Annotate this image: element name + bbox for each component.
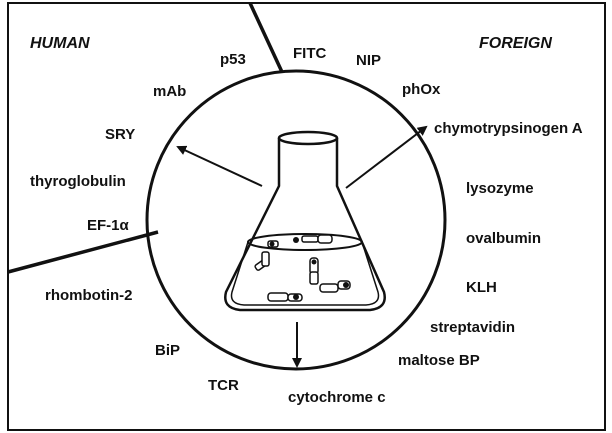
label-tcr: TCR (208, 377, 239, 394)
label-streptavidin: streptavidin (430, 319, 515, 336)
label-lysozyme: lysozyme (466, 180, 534, 197)
label-ovalbumin: ovalbumin (466, 230, 541, 247)
arrow-to-human (178, 147, 262, 186)
region-foreign: FOREIGN (479, 35, 552, 52)
label-klh: KLH (466, 279, 497, 296)
divider-left (8, 232, 158, 272)
label-p53: p53 (220, 51, 246, 68)
label-mab: mAb (153, 83, 186, 100)
divider-top (250, 3, 282, 72)
label-rhombotin: rhombotin-2 (45, 287, 133, 304)
label-chymotrypsinogen: chymotrypsinogen A (434, 120, 583, 137)
flask-icon (225, 132, 384, 310)
label-thyroglobulin: thyroglobulin (30, 173, 126, 190)
label-phox: phOx (402, 81, 441, 98)
label-bip: BiP (155, 342, 180, 359)
region-human: HUMAN (30, 35, 90, 52)
label-sry: SRY (105, 126, 135, 143)
label-ef1a: EF-1α (87, 217, 130, 234)
label-cytochrome: cytochrome c (288, 389, 386, 406)
label-fitc: FITC (293, 45, 326, 62)
arrow-to-foreign (346, 127, 426, 188)
label-maltose-bp: maltose BP (398, 352, 480, 369)
label-nip: NIP (356, 52, 381, 69)
